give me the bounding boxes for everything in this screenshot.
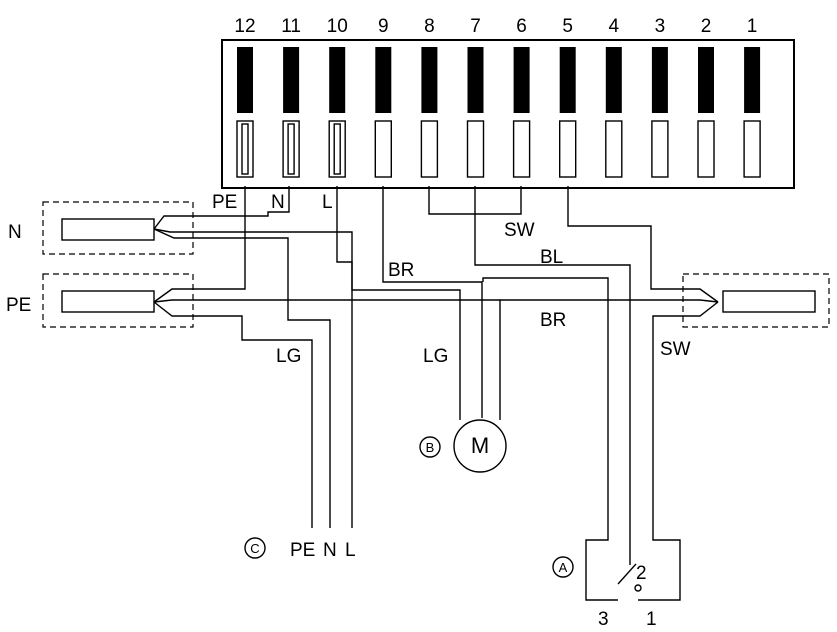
terminal-screw xyxy=(467,47,484,113)
terminal-number: 1 xyxy=(747,16,758,37)
wire-sw-switch xyxy=(638,301,719,601)
wire-l-supply xyxy=(336,186,353,528)
terminal-number: 12 xyxy=(234,16,255,37)
motor-symbol xyxy=(453,419,507,473)
terminal-slot xyxy=(605,120,623,178)
wire-label-lg-motor: LG xyxy=(423,346,448,367)
connector-n-pin xyxy=(61,218,155,241)
connector-pe-label: PE xyxy=(6,295,31,316)
wire-label-pe-top: PE xyxy=(212,192,237,213)
terminal-number: 6 xyxy=(516,16,527,37)
wires xyxy=(153,186,719,601)
terminal-slot xyxy=(512,120,531,178)
supply-label-l: L xyxy=(345,540,356,561)
terminal-slot xyxy=(374,120,392,178)
terminal-screw xyxy=(605,47,622,113)
switch-pin-3: 3 xyxy=(598,609,609,630)
wire-bl-switch xyxy=(474,186,631,565)
wire-label-br-upper: BR xyxy=(388,260,414,281)
wire-pe-supply xyxy=(153,301,313,528)
terminal-slot xyxy=(697,120,715,178)
wire-br-switch xyxy=(482,277,618,601)
terminal-screw xyxy=(329,47,346,113)
terminal-screw xyxy=(513,47,530,113)
terminal-screw xyxy=(237,47,253,113)
wire-n-supply xyxy=(153,228,331,528)
wire-br-right xyxy=(500,299,719,303)
switch-pin-1: 1 xyxy=(646,609,657,630)
terminal-number: 10 xyxy=(327,16,348,37)
connector-pe-housing xyxy=(42,273,194,328)
connector-n-label: N xyxy=(8,222,22,243)
supply-marker-letter: C xyxy=(250,541,259,556)
terminal-number: 9 xyxy=(378,16,389,37)
switch-marker-circle xyxy=(552,556,574,578)
terminal-wire-entry xyxy=(333,123,341,175)
terminal-number: 4 xyxy=(609,16,620,37)
wire-label-br-right: BR xyxy=(540,310,566,331)
terminal-row: 12 11 10 9 8 7 6 5 4 3 2 1 xyxy=(234,16,761,178)
supply-label-pe: PE xyxy=(290,540,315,561)
terminal-slot xyxy=(466,120,485,178)
connector-right-pin xyxy=(722,290,816,313)
wire-label-sw-right: SW xyxy=(660,339,691,360)
switch-marker-letter: A xyxy=(559,560,568,575)
switch-contact xyxy=(634,584,642,592)
connector-pe-pin xyxy=(61,290,155,313)
wire-label-bl: BL xyxy=(540,247,563,268)
terminal-slot xyxy=(651,120,669,178)
terminal-number: 8 xyxy=(424,16,435,37)
supply-label-n: N xyxy=(323,540,337,561)
wire-label-n-top: N xyxy=(271,192,285,213)
terminal-number: 2 xyxy=(701,16,712,37)
motor-label: M xyxy=(471,433,489,458)
terminal-number: 3 xyxy=(655,16,666,37)
motor-marker-circle xyxy=(419,436,441,458)
terminal-wire-entry xyxy=(241,123,249,175)
wire-sw-right xyxy=(567,186,719,303)
wire-label-l-top: L xyxy=(322,192,333,213)
terminal-screw xyxy=(421,47,438,113)
connector-n-housing xyxy=(42,201,194,255)
terminal-screw xyxy=(698,47,714,113)
terminal-screw xyxy=(283,47,300,113)
terminal-wire-entry xyxy=(287,123,295,175)
wire-br-through xyxy=(153,299,501,420)
motor-marker-letter: B xyxy=(426,440,435,455)
switch-lever xyxy=(617,563,637,585)
terminal-screw xyxy=(651,47,668,113)
supply-marker-circle xyxy=(244,537,266,559)
terminal-slot xyxy=(420,120,439,178)
terminal-screw xyxy=(375,47,392,113)
terminal-slot xyxy=(743,120,761,178)
terminal-block xyxy=(221,39,795,189)
wire-label-sw-bridge: SW xyxy=(504,220,535,241)
terminal-number: 7 xyxy=(470,16,481,37)
wire-n-terminal xyxy=(153,186,290,230)
wire-label-lg-left: LG xyxy=(276,346,301,367)
terminal-number: 5 xyxy=(562,16,573,37)
switch-pin-2: 2 xyxy=(636,563,647,584)
wire-lg-motor xyxy=(153,228,461,420)
terminal-number: 11 xyxy=(281,16,301,37)
terminal-screw xyxy=(559,47,576,113)
wire-br-motor xyxy=(382,186,483,418)
terminal-slot xyxy=(559,120,577,178)
terminal-screw xyxy=(744,47,761,113)
